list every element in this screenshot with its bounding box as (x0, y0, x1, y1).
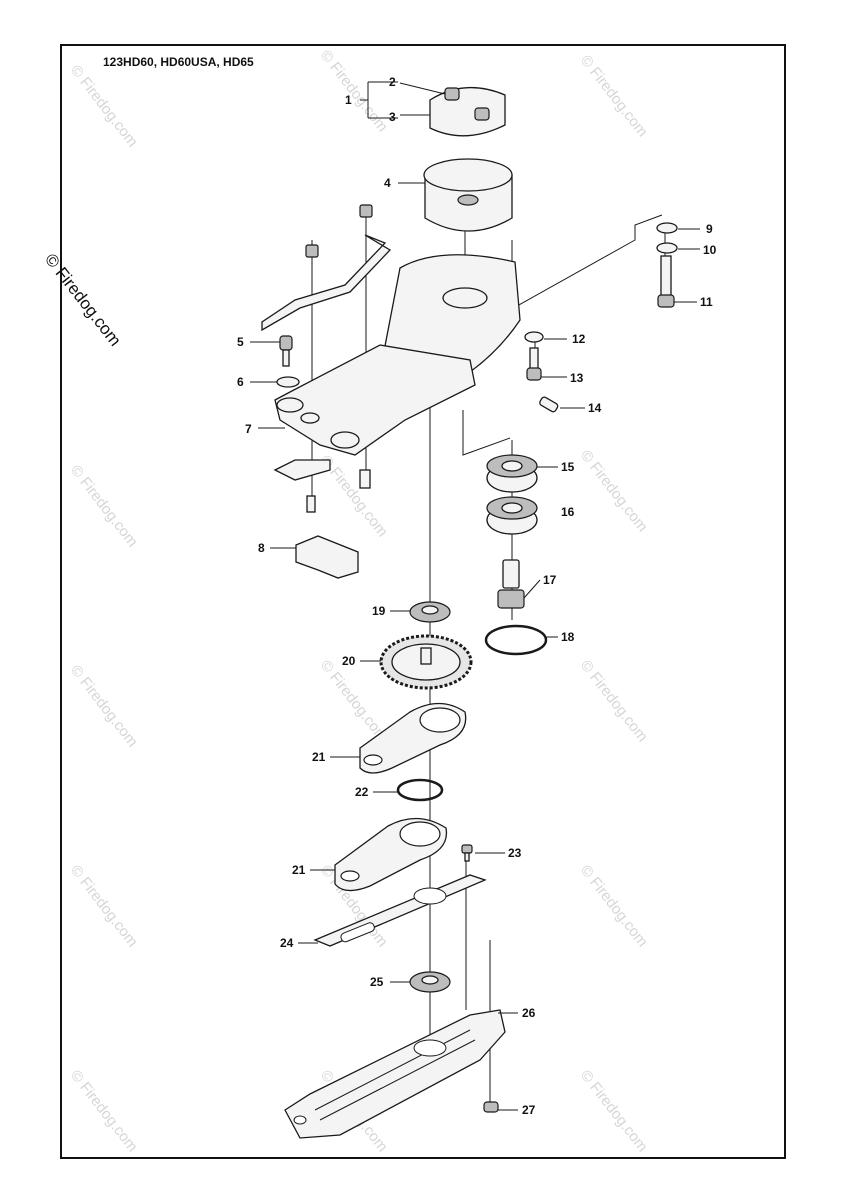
watermark: © Firedog.com (577, 862, 651, 950)
watermark-layer: © Firedog.com © Firedog.com © Firedog.co… (67, 47, 651, 1155)
callout-12: 12 (572, 332, 586, 346)
watermark: © Firedog.com (317, 47, 391, 135)
clamp-parts (273, 459, 371, 579)
callout-24: 24 (280, 936, 294, 950)
callout-27: 27 (522, 1103, 536, 1117)
callout-26: 26 (522, 1006, 536, 1020)
washers-and-bolt-right (656, 222, 678, 308)
watermark: © Firedog.com (577, 657, 651, 745)
callout-1: 1 (345, 93, 352, 107)
callout-21-lower: 21 (292, 863, 306, 877)
gear-bearing (409, 601, 451, 623)
lower-bearing (409, 971, 451, 993)
grease-nipple (539, 396, 559, 413)
callout-15: 15 (561, 460, 575, 474)
watermark: © Firedog.com (577, 447, 651, 535)
watermark: © Firedog.com (67, 62, 141, 150)
washer-and-screw (524, 331, 544, 381)
callout-20: 20 (342, 654, 356, 668)
callout-labels: 1 2 3 4 5 6 7 8 9 10 11 12 13 14 15 16 1… (237, 75, 717, 1117)
leader-lines (250, 81, 700, 1111)
watermark: © Firedog.com (577, 52, 651, 140)
watermark: © Firedog.com (67, 862, 141, 950)
drive-gear (379, 634, 473, 690)
screw-27 (483, 1101, 499, 1113)
pinion-gear (497, 559, 525, 609)
callout-21-upper: 21 (312, 750, 326, 764)
callout-4: 4 (384, 176, 391, 190)
callout-13: 13 (570, 371, 584, 385)
connecting-rod-lower (334, 817, 448, 892)
callout-3: 3 (389, 110, 396, 124)
callout-11: 11 (700, 295, 713, 309)
callout-2: 2 (389, 75, 396, 89)
callout-9: 9 (706, 222, 713, 236)
clutch-assembly (429, 86, 506, 137)
callout-8: 8 (258, 541, 265, 555)
clutch-drum (423, 158, 513, 232)
watermark: © Firedog.com (67, 1067, 141, 1155)
callout-25: 25 (370, 975, 384, 989)
callout-10: 10 (703, 243, 717, 257)
watermark: © Firedog.com (67, 662, 141, 750)
callout-16: 16 (561, 505, 575, 519)
callout-17: 17 (543, 573, 557, 587)
callout-22: 22 (355, 785, 369, 799)
circlip (484, 624, 548, 656)
callout-7: 7 (245, 422, 252, 436)
callout-14: 14 (588, 401, 602, 415)
callout-19: 19 (372, 604, 386, 618)
watermark: © Firedog.com (67, 462, 141, 550)
bolt-and-washer-left (276, 335, 300, 388)
gear-cover (284, 1009, 506, 1139)
callout-18: 18 (561, 630, 575, 644)
screw-23 (461, 844, 473, 862)
connecting-rod-upper (359, 702, 467, 774)
watermark: © Firedog.com (317, 657, 391, 745)
callout-23: 23 (508, 846, 522, 860)
watermark: © Firedog.com (577, 1067, 651, 1155)
retaining-ring (396, 778, 444, 802)
callout-5: 5 (237, 335, 244, 349)
diagram-frame (60, 44, 786, 1159)
bearings (486, 454, 538, 535)
callout-6: 6 (237, 375, 244, 389)
support-bracket (261, 204, 392, 332)
guide-plate (313, 874, 487, 947)
gear-housing (274, 254, 521, 456)
diagram-title: 123HD60, HD60USA, HD65 (103, 55, 254, 69)
